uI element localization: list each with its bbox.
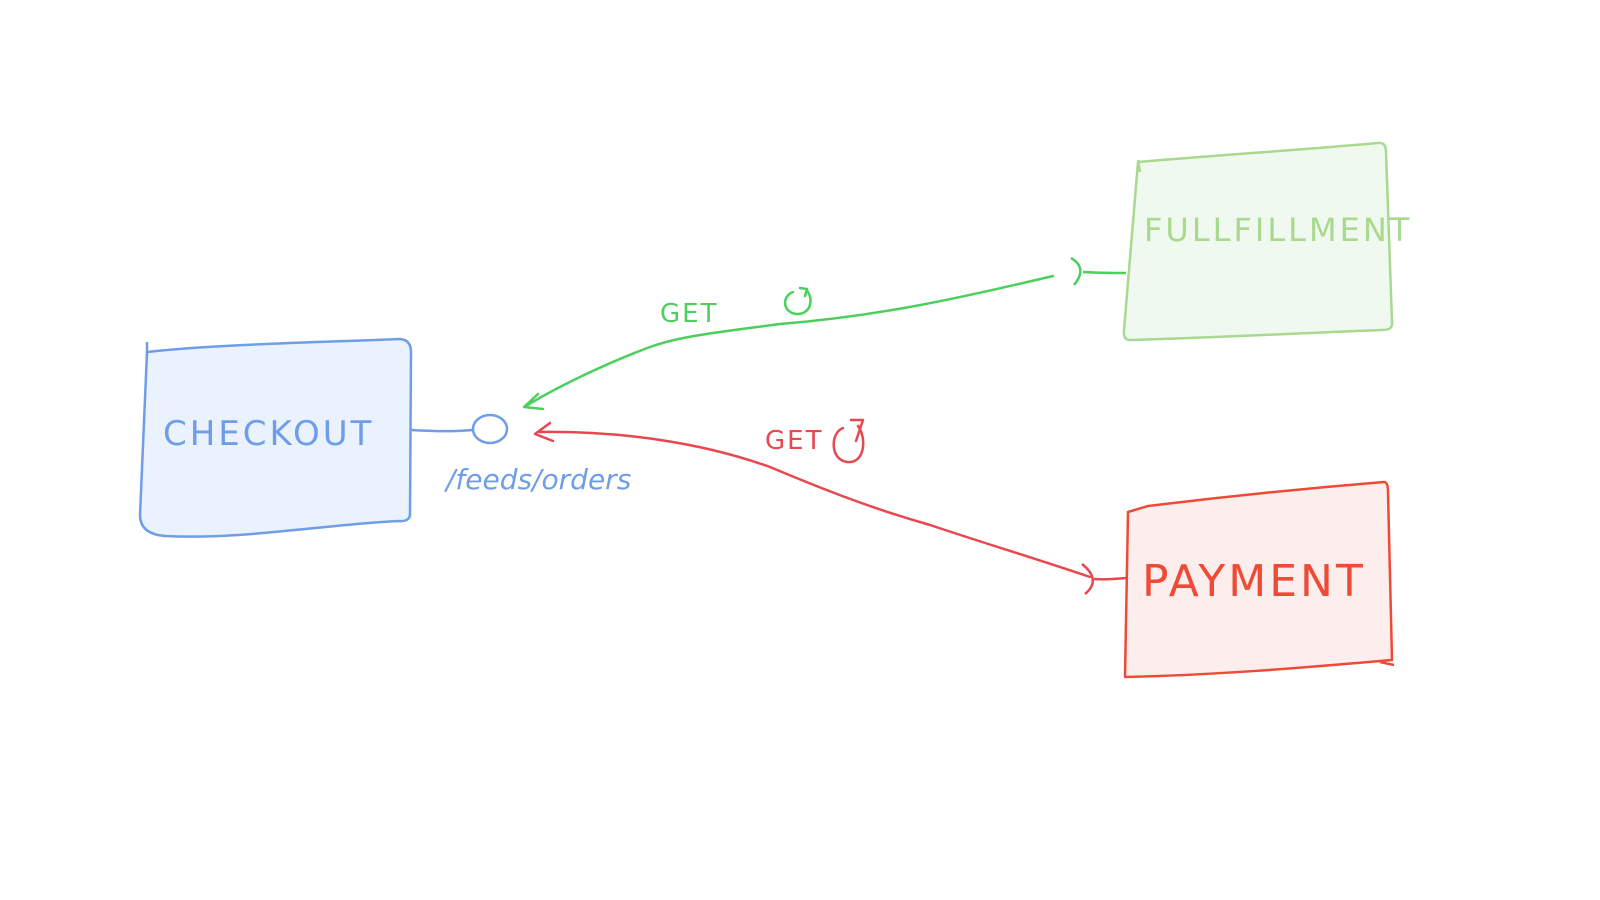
endpoint: /feeds/orders bbox=[410, 413, 631, 496]
endpoint-socket-icon bbox=[471, 413, 509, 445]
payment-label: PAYMENT bbox=[1142, 556, 1366, 607]
fulfillment-connector bbox=[1070, 256, 1127, 286]
payment-get-label: GET bbox=[765, 426, 823, 456]
red-arrow-line bbox=[538, 430, 1092, 579]
fulfillment-box bbox=[1122, 141, 1394, 342]
payment-node: PAYMENT bbox=[1123, 480, 1395, 679]
refresh-loop-icon bbox=[783, 286, 812, 316]
payment-get-edge: GET bbox=[533, 418, 1092, 579]
red-arrow-head bbox=[533, 421, 555, 443]
checkout-label: CHECKOUT bbox=[163, 414, 374, 454]
fulfillment-label: FULLFILLMENT bbox=[1144, 211, 1412, 249]
fulfillment-get-label: GET bbox=[660, 299, 718, 329]
payment-box bbox=[1123, 480, 1394, 679]
payment-connector bbox=[1081, 563, 1127, 595]
checkout-node: CHECKOUT bbox=[138, 337, 413, 538]
endpoint-path-label: /feeds/orders bbox=[443, 463, 631, 496]
checkout-box bbox=[138, 337, 413, 538]
fulfillment-get-edge: GET bbox=[522, 274, 1055, 411]
green-arrow-head bbox=[522, 392, 545, 411]
fulfillment-node: FULLFILLMENT bbox=[1122, 141, 1412, 342]
fulfillment-connector-line bbox=[1082, 270, 1127, 275]
endpoint-connector-line bbox=[410, 428, 473, 433]
fulfillment-socket-icon bbox=[1070, 256, 1082, 286]
payment-socket-icon bbox=[1081, 563, 1094, 595]
refresh-loop-icon bbox=[832, 418, 865, 464]
green-arrow-line bbox=[524, 274, 1055, 408]
payment-connector-line bbox=[1093, 576, 1127, 581]
